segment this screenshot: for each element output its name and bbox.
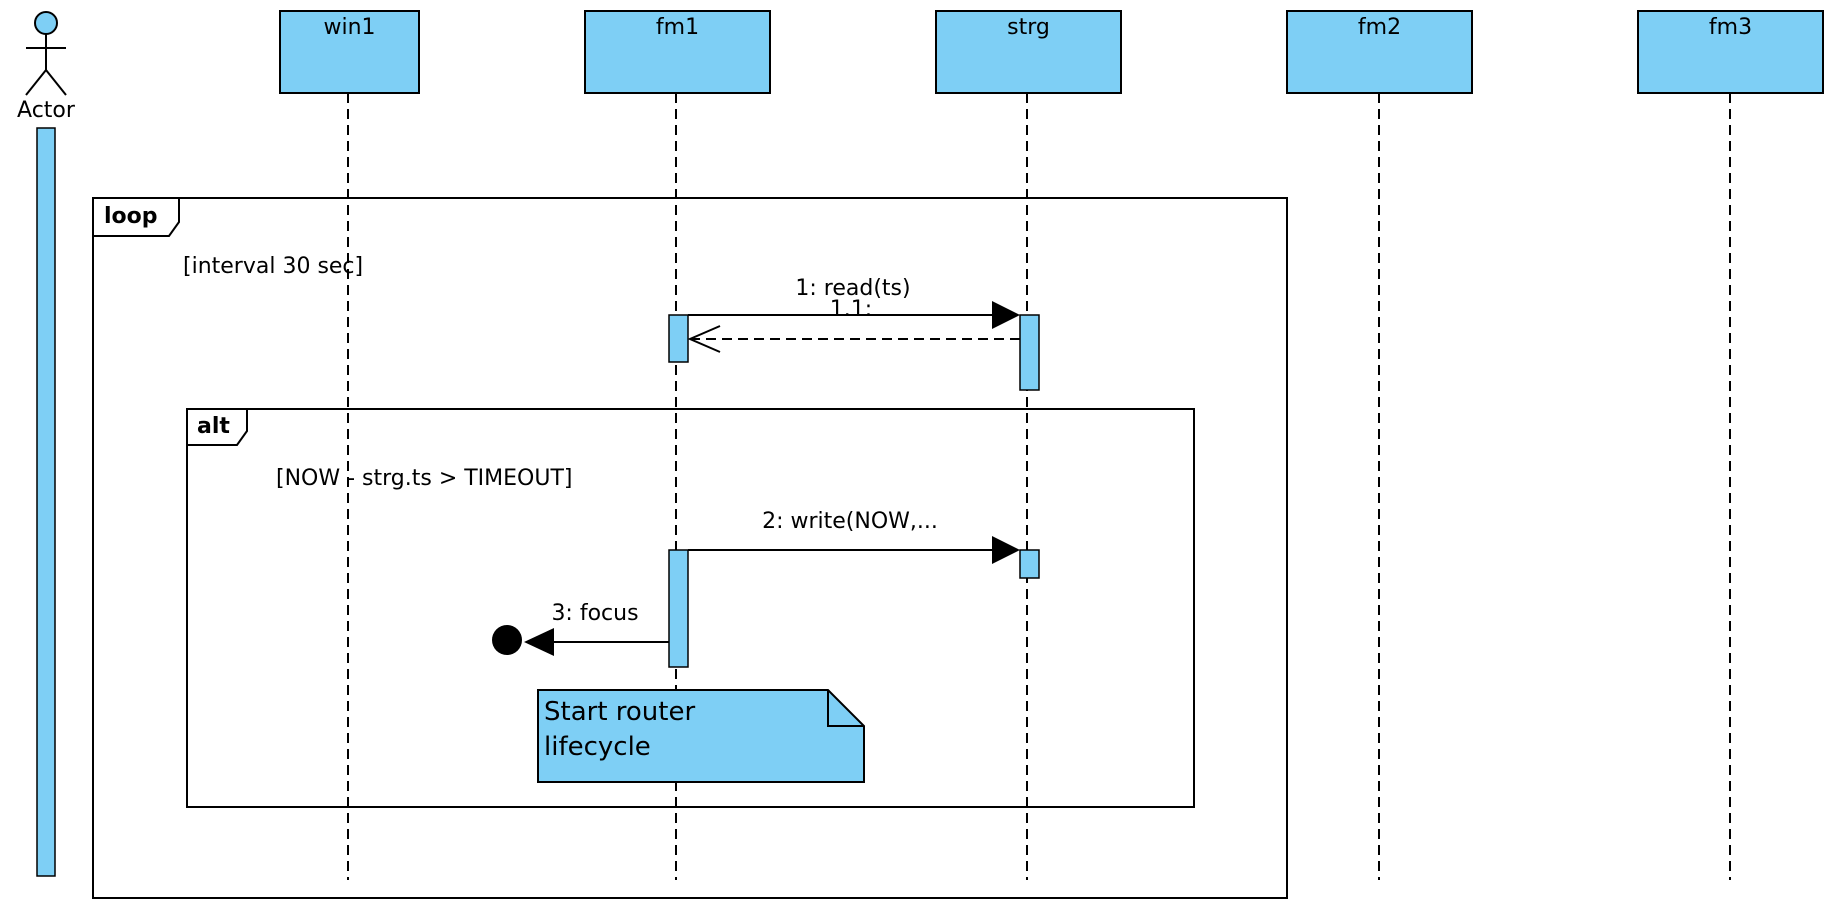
actor[interactable]: Actor	[17, 11, 76, 123]
loop-frame-tag-box	[92, 197, 180, 237]
message-1-arrowhead	[992, 301, 1020, 329]
actor-label: Actor	[17, 98, 76, 123]
lifeline-fm1-box	[584, 10, 771, 94]
alt-frame-guard: [NOW - strg.ts > TIMEOUT]	[276, 466, 573, 491]
lifeline-fm3[interactable]: fm3	[1637, 10, 1824, 94]
lifeline-fm3-label: fm3	[1709, 15, 1752, 40]
alt-frame[interactable]: alt [NOW - strg.ts > TIMEOUT]	[186, 408, 1195, 808]
lifeline-win1-box	[279, 10, 420, 94]
strg-activation-1	[1019, 314, 1040, 391]
alt-frame-tag-box	[186, 408, 248, 446]
fm1-activation-2	[668, 549, 689, 668]
message-1-1-return[interactable]: 1.1:	[687, 297, 1020, 353]
note[interactable]: Start router lifecycle	[537, 689, 865, 783]
loop-frame-border	[92, 197, 1288, 899]
actor-leg-left	[25, 69, 47, 96]
message-1-read[interactable]: 1: read(ts)	[688, 276, 1020, 329]
lifeline-fm2-label: fm2	[1358, 15, 1401, 40]
message-3-arrowhead	[524, 628, 554, 656]
note-fold	[827, 690, 864, 727]
loop-frame-tag: loop	[104, 204, 158, 229]
note-line-1: Start router	[544, 697, 695, 727]
lifeline-fm2-box	[1286, 10, 1473, 94]
actor-leg-right	[45, 69, 67, 96]
strg-activation-2	[1019, 549, 1040, 579]
lifeline-strg-box	[935, 10, 1122, 94]
message-3-focus[interactable]: 3: focus	[492, 601, 669, 656]
lifeline-strg-label: strg	[1007, 15, 1050, 40]
lifeline-win1-label: win1	[323, 15, 375, 40]
lifeline-lines	[347, 93, 1731, 880]
fm1-activation-1	[668, 314, 689, 363]
loop-frame-guard: [interval 30 sec]	[183, 254, 363, 279]
lifeline-fm2[interactable]: fm2	[1286, 10, 1473, 94]
message-2-label: 2: write(NOW,...	[762, 509, 938, 534]
note-shape	[537, 689, 865, 783]
alt-frame-tag: alt	[197, 414, 230, 439]
lifeline-fm1-label: fm1	[656, 15, 699, 40]
message-3-label: 3: focus	[551, 601, 638, 626]
message-1-1-arrowhead	[687, 325, 721, 353]
loop-frame[interactable]: loop [interval 30 sec]	[92, 197, 1288, 899]
lifeline-strg[interactable]: strg	[935, 10, 1122, 94]
note-line-2: lifecycle	[544, 732, 651, 762]
message-2-write[interactable]: 2: write(NOW,...	[688, 509, 1020, 564]
lifeline-fm1[interactable]: fm1	[584, 10, 771, 94]
lifeline-win1[interactable]: win1	[279, 10, 420, 94]
actor-head	[34, 11, 58, 35]
lifeline-fm3-box	[1637, 10, 1824, 94]
alt-frame-border	[186, 408, 1195, 808]
message-2-arrowhead	[992, 536, 1020, 564]
actor-activation-bar	[36, 127, 56, 877]
message-3-lost-endpoint	[492, 625, 522, 655]
message-1-1-label: 1.1:	[830, 297, 872, 322]
message-1-label: 1: read(ts)	[795, 276, 910, 301]
